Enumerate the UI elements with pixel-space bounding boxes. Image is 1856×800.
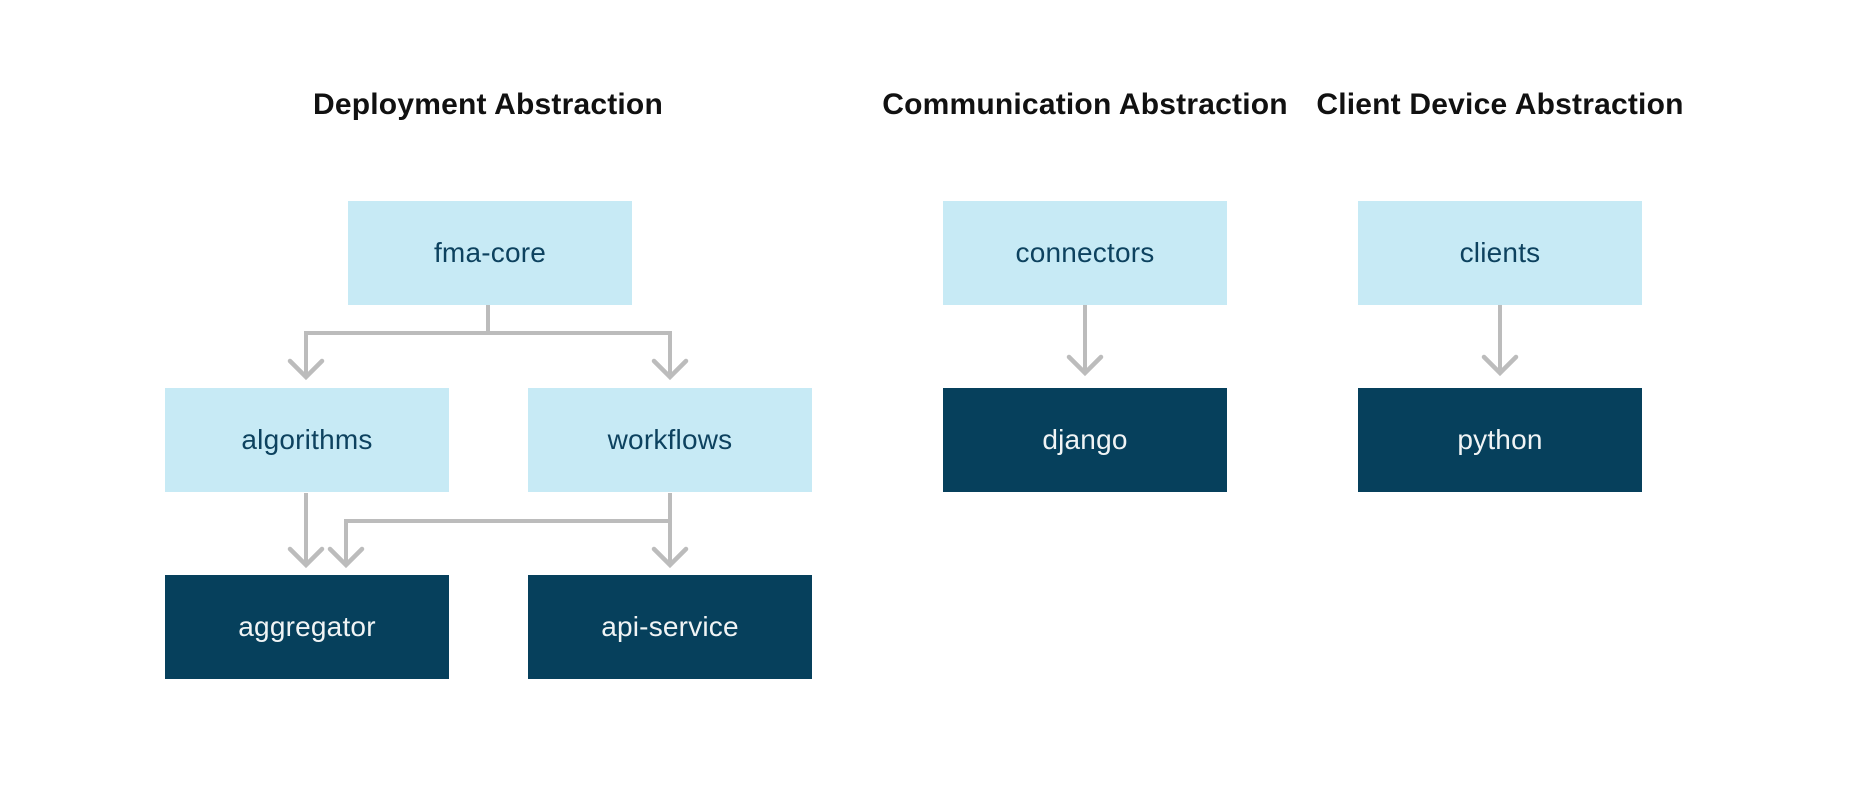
section-title-client-device-abstraction: Client Device Abstraction xyxy=(1316,88,1684,121)
node-label: clients xyxy=(1459,237,1541,268)
edge-workflows-to-aggregator xyxy=(327,519,670,569)
node-django: django xyxy=(943,388,1227,492)
node-label: fma-core xyxy=(433,237,547,268)
section-title-communication-abstraction: Communication Abstraction xyxy=(882,88,1288,121)
node-algorithms: algorithms xyxy=(165,388,449,492)
node-workflows: workflows xyxy=(528,388,812,492)
node-connectors: connectors xyxy=(943,201,1227,305)
edge-fma-core-to-algorithms xyxy=(287,331,325,381)
node-label: algorithms xyxy=(241,424,373,455)
node-label: aggregator xyxy=(238,611,376,642)
edge-algorithms-to-aggregator xyxy=(287,493,325,569)
node-python: python xyxy=(1358,388,1642,492)
edge-fma-core-to-workflows xyxy=(651,331,689,381)
node-aggregator: aggregator xyxy=(165,575,449,679)
edge-connectors-to-django xyxy=(1066,305,1104,377)
section-title-deployment-abstraction: Deployment Abstraction xyxy=(312,88,663,121)
node-fma-core: fma-core xyxy=(348,201,632,305)
node-api-service: api-service xyxy=(528,575,812,679)
node-label: connectors xyxy=(1015,237,1155,268)
node-label: api-service xyxy=(601,611,739,642)
node-label: workflows xyxy=(607,424,733,455)
node-label: django xyxy=(1042,424,1128,455)
node-label: python xyxy=(1457,424,1543,455)
node-clients: clients xyxy=(1358,201,1642,305)
edge-clients-to-python xyxy=(1481,305,1519,377)
edge-workflows-to-api-service xyxy=(651,493,689,569)
